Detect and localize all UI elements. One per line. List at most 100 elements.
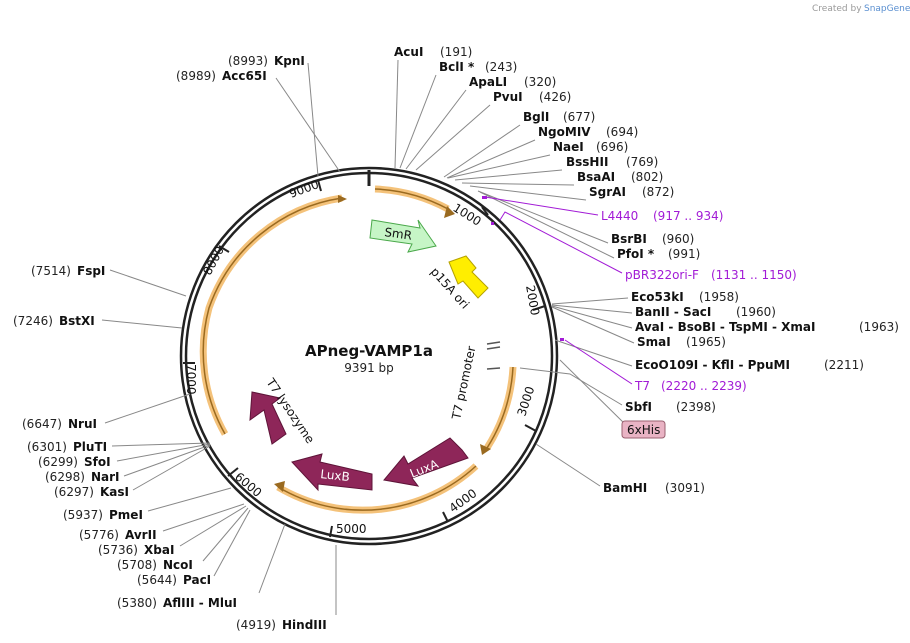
leader-6xhis	[559, 359, 630, 429]
site-name-sgrai: SgrAI	[589, 185, 626, 199]
site-name-bsrbi: BsrBI	[611, 232, 647, 246]
orf-arrowhead-bottom	[274, 481, 285, 492]
primer-range-t7: (2220 .. 2239)	[661, 379, 747, 393]
t7-promoter-label: T7 promoter	[449, 345, 478, 422]
leader-sfoi	[116, 443, 211, 462]
t7-primer-mark	[560, 338, 564, 341]
site-pos-bsaai: (802)	[631, 170, 663, 184]
leader-nari	[123, 444, 211, 477]
leader-bcli	[399, 74, 437, 169]
site-pos-acui: (191)	[440, 45, 472, 59]
smr-label: SmR	[384, 225, 413, 243]
primer-name-t7: T7	[634, 379, 650, 393]
site-pos-pvui: (426)	[539, 90, 571, 104]
sixhis-label: 6xHis	[627, 423, 660, 437]
site-pos-nari: (6298)	[45, 470, 85, 484]
site-name-nari: NarI	[91, 470, 120, 484]
backbone-outer	[179, 166, 559, 546]
leader-bgli	[443, 124, 521, 178]
orf-arc-top	[374, 188, 449, 210]
site-pos-smai: (1965)	[686, 335, 726, 349]
site-pos-ncoi: (5708)	[117, 558, 157, 572]
t7-lysozyme-arrow	[249, 391, 287, 445]
leader-sbfi	[519, 367, 623, 406]
site-name-nrui: NruI	[68, 417, 97, 431]
t7-promoter-mark-2	[486, 346, 501, 350]
credit-prefix: Created by	[812, 4, 862, 14]
site-pos-bgli: (677)	[563, 110, 595, 124]
leader-smai	[551, 306, 635, 344]
tick-4000	[442, 511, 449, 523]
leader-acui	[394, 59, 399, 169]
leader-fspi	[109, 269, 187, 297]
leader-pbr322ori-f	[499, 211, 623, 274]
tick-2000	[532, 305, 546, 311]
site-name-bamhi: BamHI	[603, 481, 647, 495]
site-pos-mlui: (5380)	[117, 596, 157, 610]
site-name-apali: ApaLI	[469, 75, 507, 89]
leader-pvui	[415, 104, 491, 171]
primer-name-pbr322ori-f: pBR322ori-F	[625, 268, 699, 282]
leader-banii	[551, 304, 633, 314]
orf-arrowhead-right	[480, 444, 491, 455]
site-pos-kasi: (6297)	[54, 485, 94, 499]
leader-pmei	[147, 487, 232, 512]
pbr322ori-f-primer-mark	[491, 222, 494, 225]
tick-label-9000: 9000	[287, 177, 320, 201]
leader-t7-primer	[564, 339, 633, 385]
leader-eco0109i	[554, 339, 633, 367]
site-pos-ngomiv: (694)	[606, 125, 638, 139]
tick-label-6000: 6000	[232, 470, 264, 500]
site-pos-nrui: (6647)	[22, 417, 62, 431]
site-pos-paci: (5644)	[137, 573, 177, 587]
site-name-pvui: PvuI	[493, 90, 523, 104]
site-pos-bamhi: (3091)	[665, 481, 705, 495]
site-name-bstxi: BstXI	[59, 314, 95, 328]
credit-brand: SnapGene	[864, 4, 910, 14]
site-name-bgli: BglI	[523, 110, 549, 124]
site-pos-eco53ki: (1958)	[699, 290, 739, 304]
site-name-pfoi: PfoI *	[617, 247, 655, 261]
leader-sgrai	[469, 185, 587, 201]
site-pos-avai-group: (1963)	[859, 320, 899, 334]
orf-arc-left	[202, 197, 343, 435]
luxb-label: LuxB	[320, 467, 351, 484]
site-name-banii-saci: BanII - SacI	[635, 305, 711, 319]
tick-3000	[524, 424, 537, 432]
leader-paci	[213, 509, 251, 577]
t7-promoter-mark-1	[486, 341, 501, 345]
site-pos-banii-saci: (1960)	[736, 305, 776, 319]
leader-bsshii	[454, 169, 563, 181]
site-pos-acc65i: (8989)	[176, 69, 216, 83]
leader-naei	[447, 154, 551, 179]
site-name-ngomiv: NgoMIV	[538, 125, 591, 139]
leader-ncoi	[202, 507, 249, 562]
site-pos-hindiii: (4919)	[236, 618, 276, 632]
site-name-bsshii: BssHII	[566, 155, 608, 169]
leader-bsaai	[461, 182, 575, 186]
l4440-primer-mark	[482, 196, 487, 199]
leader-avrii	[162, 503, 245, 532]
site-pos-pmei: (5937)	[63, 508, 103, 522]
site-name-eco53ki: Eco53kI	[631, 290, 684, 304]
site-name-sbfi: SbfI	[625, 400, 652, 414]
site-pos-avrii: (5776)	[79, 528, 119, 542]
tick-label-2000: 2000	[523, 284, 542, 317]
primer-name-l4440: L4440	[601, 209, 638, 223]
site-name-kpni: KpnI	[274, 54, 305, 68]
leader-avai	[551, 305, 633, 329]
site-name-avrii: AvrII	[125, 528, 157, 542]
site-name-xbai: XbaI	[144, 543, 174, 557]
site-name-sfoi: SfoI	[84, 455, 111, 469]
site-pos-bsrbi: (960)	[662, 232, 694, 246]
tick-label-3000: 3000	[515, 385, 538, 418]
tick-label-5000: 5000	[336, 522, 367, 536]
orf-arc-right-band	[484, 366, 517, 450]
site-name-paci: PacI	[183, 573, 211, 587]
leader-apali	[405, 89, 467, 170]
leader-bamhi	[535, 443, 601, 487]
plasmid-size: 9391 bp	[344, 361, 394, 375]
luxa-label: LuxA	[408, 456, 441, 480]
site-name-hindiii: HindIII	[282, 618, 327, 632]
